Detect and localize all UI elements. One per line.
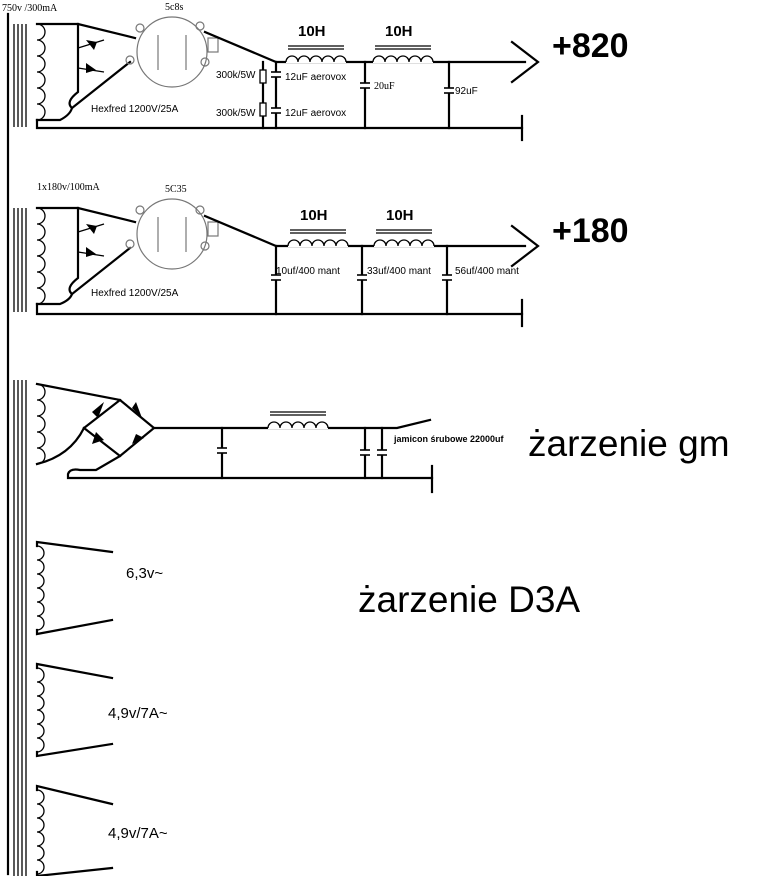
output-voltage-180: +180	[552, 212, 629, 250]
transformer-label-750v: 750v /300mA	[2, 3, 58, 14]
heater-winding-6v3	[35, 540, 114, 636]
tube-label-5c35: 5C35	[165, 184, 187, 195]
cap-56uf	[442, 274, 452, 281]
tube-label-5c8s: 5c8s	[165, 2, 183, 13]
diode-label-hexfred-1: Hexfred 1200V/25A	[91, 104, 179, 115]
choke-filament	[267, 411, 329, 429]
cap-label-20uf: 20uF	[374, 81, 395, 92]
cap-20uf	[360, 82, 370, 89]
title-zarzenie-d3a: żarzenie D3A	[358, 579, 580, 620]
cap-filament-2	[360, 449, 370, 456]
rectifier-tube-5c8s	[125, 16, 219, 88]
diode-label-hexfred-2: Hexfred 1200V/25A	[91, 288, 179, 299]
heater-label-4v9-1: 4,9v/7A~	[108, 705, 168, 722]
cap-label-jamicon: jamicon śrubowe 22000uf	[393, 434, 505, 444]
hv-supply-180: 1x180v/100mA Hexfred 1200V/25A	[13, 182, 629, 328]
choke-10h-4	[373, 229, 435, 247]
choke-label-3: 10H	[300, 207, 328, 224]
choke-label-1: 10H	[298, 23, 326, 40]
heater-winding-4v9-1	[35, 662, 114, 758]
diode-pair-1	[77, 39, 105, 73]
cap-10uf	[271, 274, 281, 281]
diode-pair-2	[77, 223, 105, 257]
choke-label-2: 10H	[385, 23, 413, 40]
heater-windings-d3a: żarzenie D3A 6,3v~ 4,9v/7A~ 4,9v/7A~	[35, 540, 580, 876]
rectifier-tube-5c35	[125, 198, 219, 270]
output-voltage-820: +820	[552, 27, 629, 65]
cap-12uf-top	[271, 71, 281, 78]
cap-92uf	[444, 87, 454, 94]
choke-10h-3	[287, 229, 349, 247]
choke-10h-1	[285, 45, 347, 63]
cap-filament-1	[217, 447, 227, 454]
secondary-winding-750v	[36, 23, 46, 121]
resistor-label-bottom: 300k/5W	[216, 108, 256, 119]
bridge-rectifier	[92, 402, 144, 444]
filament-supply-gm: jamicon śrubowe 22000uf żarzenie gm	[13, 380, 730, 876]
cap-12uf-bottom	[271, 107, 281, 114]
transformer-core-2	[13, 208, 27, 312]
resistor-300k-top	[259, 69, 267, 84]
choke-label-4: 10H	[386, 207, 414, 224]
title-zarzenie-gm: żarzenie gm	[528, 423, 730, 464]
transformer-core-3	[13, 380, 27, 876]
heater-winding-4v9-2	[35, 784, 114, 876]
cap-label-33uf: 33uf/400 mant	[367, 266, 431, 277]
cap-label-92uf: 92uF	[455, 86, 478, 97]
cap-label-56uf: 56uf/400 mant	[455, 266, 519, 277]
heater-label-6v3: 6,3v~	[126, 565, 163, 582]
cap-filament-3	[377, 449, 387, 456]
cap-33uf	[357, 274, 367, 281]
transformer-label-180v: 1x180v/100mA	[37, 182, 101, 193]
resistor-300k-bottom	[259, 102, 267, 117]
heater-label-4v9-2: 4,9v/7A~	[108, 825, 168, 842]
cap-label-10uf: 10uf/400 mant	[276, 266, 340, 277]
choke-10h-2	[372, 45, 434, 63]
cap-label-top: 12uF aerovox	[285, 72, 346, 83]
secondary-winding-180v	[36, 207, 46, 305]
transformer-core-1	[13, 24, 27, 127]
hv-supply-820: 750v /300mA Hexfred 1200V/25A	[2, 2, 629, 142]
resistor-label-top: 300k/5W	[216, 70, 256, 81]
secondary-winding-gm	[36, 383, 46, 465]
output-arrow-180	[510, 224, 540, 268]
cap-label-bottom: 12uF aerovox	[285, 108, 346, 119]
output-arrow-820	[510, 40, 540, 84]
